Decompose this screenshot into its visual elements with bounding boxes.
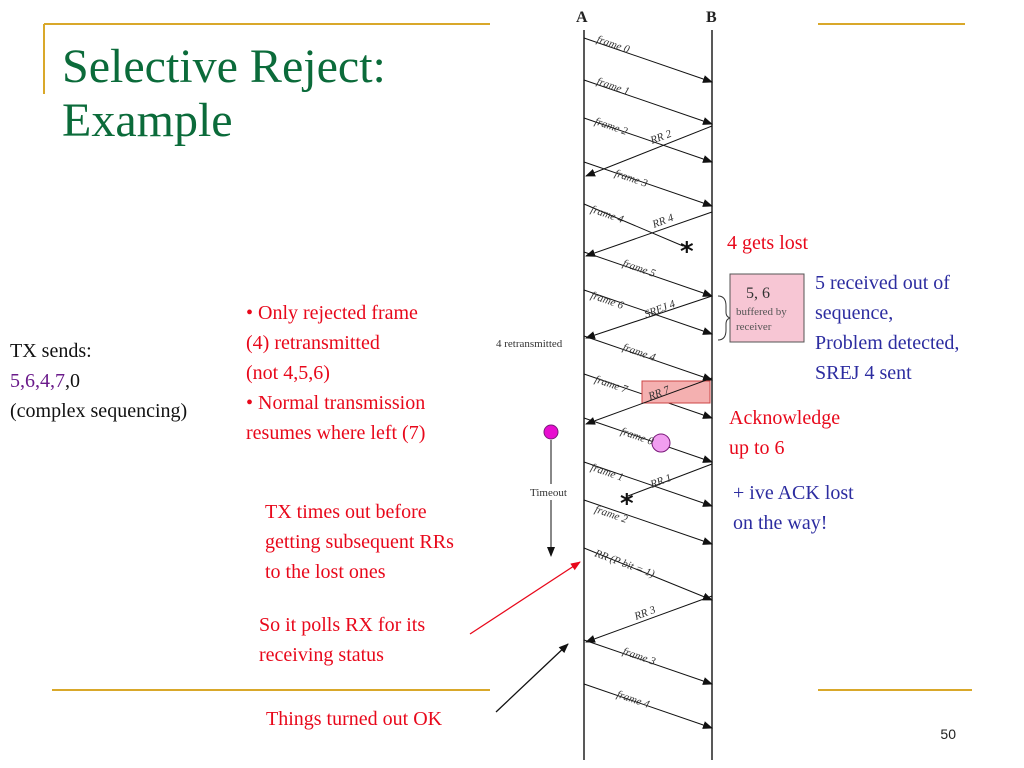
msg-label-frame-5: frame 5: [621, 257, 657, 280]
title-line-1: Selective Reject:: [62, 40, 386, 93]
msg-line-frame-2-second: [583, 499, 713, 545]
msg-label-frame-3-second: frame 3: [621, 645, 657, 668]
msg-line-frame-4-retransmit: [583, 335, 713, 381]
annotation-tx-sends: TX sends: 5,6,4,7,0 (complex sequencing): [10, 336, 187, 426]
tx-times-out-line-3: to the lost ones: [265, 561, 386, 583]
msg-line-rr-2: [585, 125, 713, 177]
only-rejected-line-1: • Only rejected frame: [246, 302, 418, 324]
tx-sends-label: TX sends:: [10, 340, 92, 362]
page-title: Selective Reject: Example: [62, 40, 482, 148]
msg-line-frame-0-second: [583, 417, 713, 463]
msg-line-frame-3: [583, 161, 713, 207]
station-b-label: B: [706, 9, 717, 26]
poll-arrow: [469, 561, 581, 635]
msg-label-frame-1: frame 1: [595, 75, 631, 97]
msg-line-frame-1: [583, 79, 713, 125]
annotation-out-of-sequence: 5 received out of sequence, Problem dete…: [815, 268, 959, 388]
frame0-highlight-circle: [651, 433, 671, 453]
polls-rx-line-1: So it polls RX for its: [259, 614, 426, 636]
tx-sends-seq-second: 4,7: [40, 370, 65, 392]
page-number: 50: [940, 726, 956, 742]
annotation-turned-out-ok: Things turned out OK: [266, 708, 443, 730]
out-of-sequence-line-4: SREJ 4 sent: [815, 362, 912, 384]
only-rejected-line-3: (not 4,5,6): [246, 362, 330, 384]
msg-label-frame-4: frame 4: [589, 203, 625, 226]
acknowledge-line-1: Acknowledge: [729, 407, 841, 429]
lost-marker-rr-1: *: [620, 489, 634, 519]
tx-times-out-line-2: getting subsequent RRs: [265, 531, 454, 553]
msg-label-rr-p-bit: RR (P bit = 1): [592, 547, 656, 580]
msg-line-frame-6: [583, 289, 713, 335]
msg-label-frame-4-final: frame 4: [615, 688, 651, 711]
msg-line-rr-3: [585, 595, 713, 643]
msg-label-frame-0: frame 0: [595, 33, 631, 56]
msg-label-frame-4-retransmit: frame 4: [621, 341, 657, 364]
msg-label-frame-1-second: frame 1: [589, 461, 625, 483]
msg-line-frame-3-second: [583, 639, 713, 685]
msg-line-frame-5: [583, 251, 713, 297]
msg-label-srej-4: SREJ 4: [643, 298, 678, 321]
ack-lost-line-2: on the way!: [733, 512, 828, 534]
annotation-polls-rx: So it polls RX for its receiving status: [259, 610, 425, 670]
msg-line-rr-1-lost: [627, 463, 713, 497]
msg-label-frame-3: frame 3: [613, 167, 649, 190]
buffer-box-caption-1: buffered by: [736, 306, 787, 318]
msg-label-frame-0-second: frame 0: [619, 425, 655, 448]
title-line-2: Example: [62, 94, 233, 147]
timeout-label-bg: [526, 484, 578, 500]
buffer-box-caption-2: receiver: [736, 321, 772, 333]
msg-line-rr-p-bit: [583, 547, 713, 601]
msg-line-frame-4-lost: [583, 203, 684, 247]
lost-marker-frame-4: *: [680, 237, 694, 267]
annotation-only-rejected: • Only rejected frame (4) retransmitted …: [246, 298, 425, 448]
timeout-start-dot: [543, 424, 559, 440]
polls-rx-line-2: receiving status: [259, 644, 384, 666]
annotation-4-gets-lost: 4 gets lost: [727, 232, 809, 254]
msg-line-frame-0: [583, 37, 713, 83]
msg-label-frame-7: frame 7: [593, 373, 629, 396]
out-of-sequence-line-1: 5 received out of: [815, 272, 950, 294]
msg-line-frame-2: [583, 117, 713, 163]
msg-line-frame-1-second: [583, 461, 713, 507]
tx-sends-seq-third: ,0: [65, 370, 80, 392]
only-rejected-line-4: • Normal transmission: [246, 392, 426, 414]
annotation-ack-lost: + ive ACK lost on the way!: [733, 478, 854, 538]
msg-label-rr-4: RR 4: [650, 212, 676, 232]
tx-times-out-line-1: TX times out before: [265, 501, 427, 523]
msg-label-frame-2: frame 2: [593, 115, 629, 138]
ack-lost-line-1: + ive ACK lost: [733, 482, 854, 504]
only-rejected-line-5: resumes where left (7): [246, 422, 426, 444]
annotation-acknowledge: Acknowledge up to 6: [729, 403, 840, 463]
station-a-label: A: [576, 9, 588, 26]
ok-arrow: [495, 643, 569, 713]
out-of-sequence-line-3: Problem detected,: [815, 332, 960, 354]
tx-sends-note: (complex sequencing): [10, 400, 188, 422]
annotation-tx-times-out: TX times out before getting subsequent R…: [265, 497, 454, 587]
tx-sends-seq-first: 5,6,: [10, 370, 40, 392]
msg-label-frame-6: frame 6: [589, 289, 625, 312]
msg-line-rr-4: [585, 211, 713, 257]
timeout-label: Timeout: [530, 487, 567, 499]
acknowledge-line-2: up to 6: [729, 437, 785, 459]
msg-line-srej-4: [585, 295, 713, 339]
retransmitted-label: 4 retransmitted: [496, 338, 563, 350]
buffer-box-value: 5, 6: [746, 285, 770, 302]
only-rejected-line-2: (4) retransmitted: [246, 332, 380, 354]
buffer-box: [729, 273, 805, 343]
out-of-sequence-line-2: sequence,: [815, 302, 894, 324]
tx-sends-sequence: 5,6,4,7,0: [10, 366, 187, 396]
msg-line-frame-4-final: [583, 683, 713, 729]
msg-line-rr-7: [585, 377, 713, 425]
